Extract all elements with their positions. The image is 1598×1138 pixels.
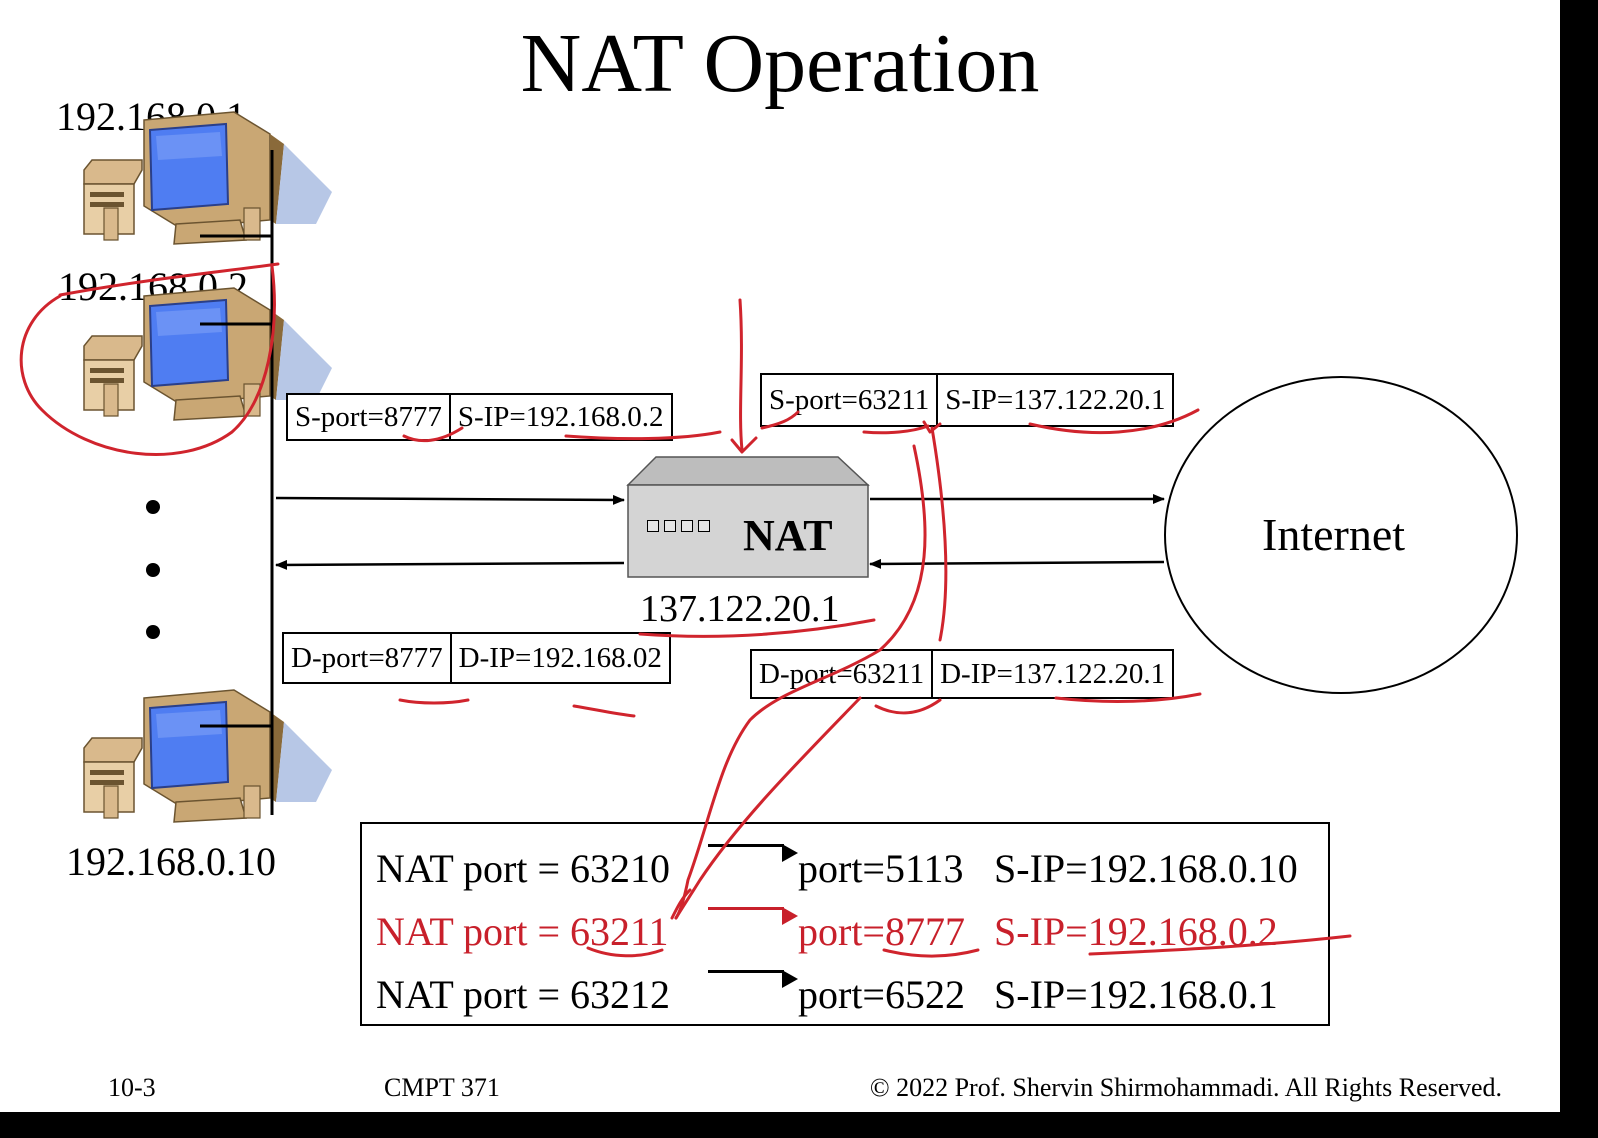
packet-box-inside-incoming: D-port=8777 D-IP=192.168.02 (282, 632, 671, 684)
destination-ip: D-IP=137.122.20.1 (931, 651, 1172, 697)
source-ip: S-IP=137.122.20.1 (936, 375, 1172, 425)
internet-cloud-icon (1164, 376, 1518, 694)
nat-translation-table: NAT port = 63210 port=5113 S-IP=192.168.… (360, 822, 1330, 1026)
network-lines (83, 111, 1165, 823)
source-port: S-port=63211 (769, 383, 930, 416)
packet-box-outside-outgoing: S-port=63211 S-IP=137.122.20.1 (760, 373, 1175, 427)
source-port: S-port=8777 (295, 400, 442, 433)
packet-box-inside-outgoing: S-port=8777 S-IP=192.168.0.2 (286, 393, 673, 441)
packet-box-outside-incoming: D-port=63211 D-IP=137.122.20.1 (750, 649, 1175, 699)
port-cell: port=6522 (798, 972, 965, 1017)
mapping-arrow (708, 844, 784, 847)
port-cell: port=8777 (798, 909, 965, 954)
source-ip-cell: S-IP=192.168.0.10 (994, 846, 1298, 891)
source-ip-cell: S-IP=192.168.0.1 (994, 972, 1278, 1017)
ellipsis-dot (146, 563, 160, 577)
nat-port-cell: NAT port = 63211 (376, 909, 669, 954)
destination-port: D-port=8777 (291, 641, 443, 674)
handwritten-annotations (19, 262, 1352, 958)
nat-ip: 137.122.20.1 (640, 588, 840, 630)
ellipsis-dot (146, 500, 160, 514)
port-cell: port=5113 (798, 846, 964, 891)
source-ip: S-IP=192.168.0.2 (448, 395, 671, 439)
destination-ip: D-IP=192.168.02 (449, 634, 669, 682)
host-10-ip: 192.168.0.10 (66, 839, 276, 884)
footer-course: CMPT 371 (384, 1073, 500, 1102)
footer-page-number: 10-3 (108, 1073, 156, 1102)
ellipsis-dot (146, 625, 160, 639)
mapping-arrow (708, 970, 784, 973)
nat-port-cell: NAT port = 63210 (376, 846, 671, 891)
nat-port-cell: NAT port = 63212 (376, 972, 671, 1017)
slide: NAT Operation 192.168.0.1 192.168.0.2 19… (0, 0, 1560, 1112)
internet-label: Internet (1262, 509, 1406, 560)
slide-title: NAT Operation (520, 17, 1040, 110)
nat-port-indicators (647, 520, 710, 532)
mapping-arrow (708, 907, 784, 910)
footer-copyright: © 2022 Prof. Shervin Shirmohammadi. All … (869, 1073, 1502, 1102)
destination-port: D-port=63211 (759, 657, 925, 690)
nat-label: NAT (743, 511, 833, 560)
